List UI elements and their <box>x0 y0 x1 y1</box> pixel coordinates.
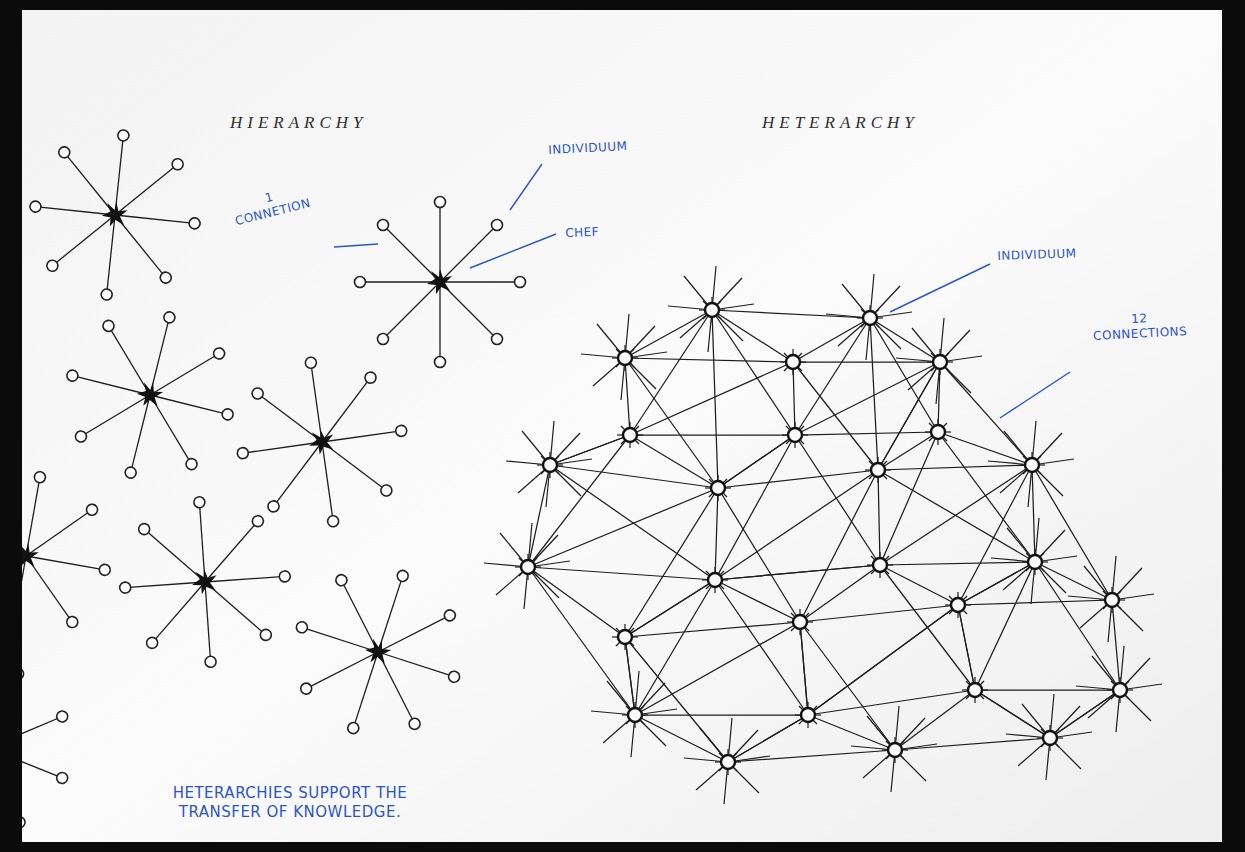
section-heading: HIERARCHY <box>230 112 368 133</box>
outer-rays <box>484 266 1162 804</box>
hierarchy-star <box>114 491 297 674</box>
callout-label: 12 CONNECTIONS <box>1092 309 1188 344</box>
callout-label: INDIVIDUUM <box>997 246 1077 264</box>
hierarchy-star <box>22 121 209 309</box>
section-heading: HETERARCHY <box>762 112 919 133</box>
hierarchy-star <box>22 457 125 655</box>
heterarchy-individuals <box>515 297 1133 775</box>
hierarchy-star <box>225 345 418 538</box>
hierarchy-star <box>270 544 485 759</box>
hierarchy-stars <box>22 121 526 842</box>
callout-label: CHEF <box>565 225 599 241</box>
hierarchy-star <box>22 637 99 842</box>
paper-sheet <box>22 10 1222 842</box>
leader-lines <box>334 164 1070 418</box>
caption-note: HETERARCHIES SUPPORT THE TRANSFER OF KNO… <box>130 784 450 822</box>
hierarchy-star <box>355 197 526 368</box>
heterarchy-network <box>528 310 1120 762</box>
hierarchy-star <box>46 291 253 498</box>
